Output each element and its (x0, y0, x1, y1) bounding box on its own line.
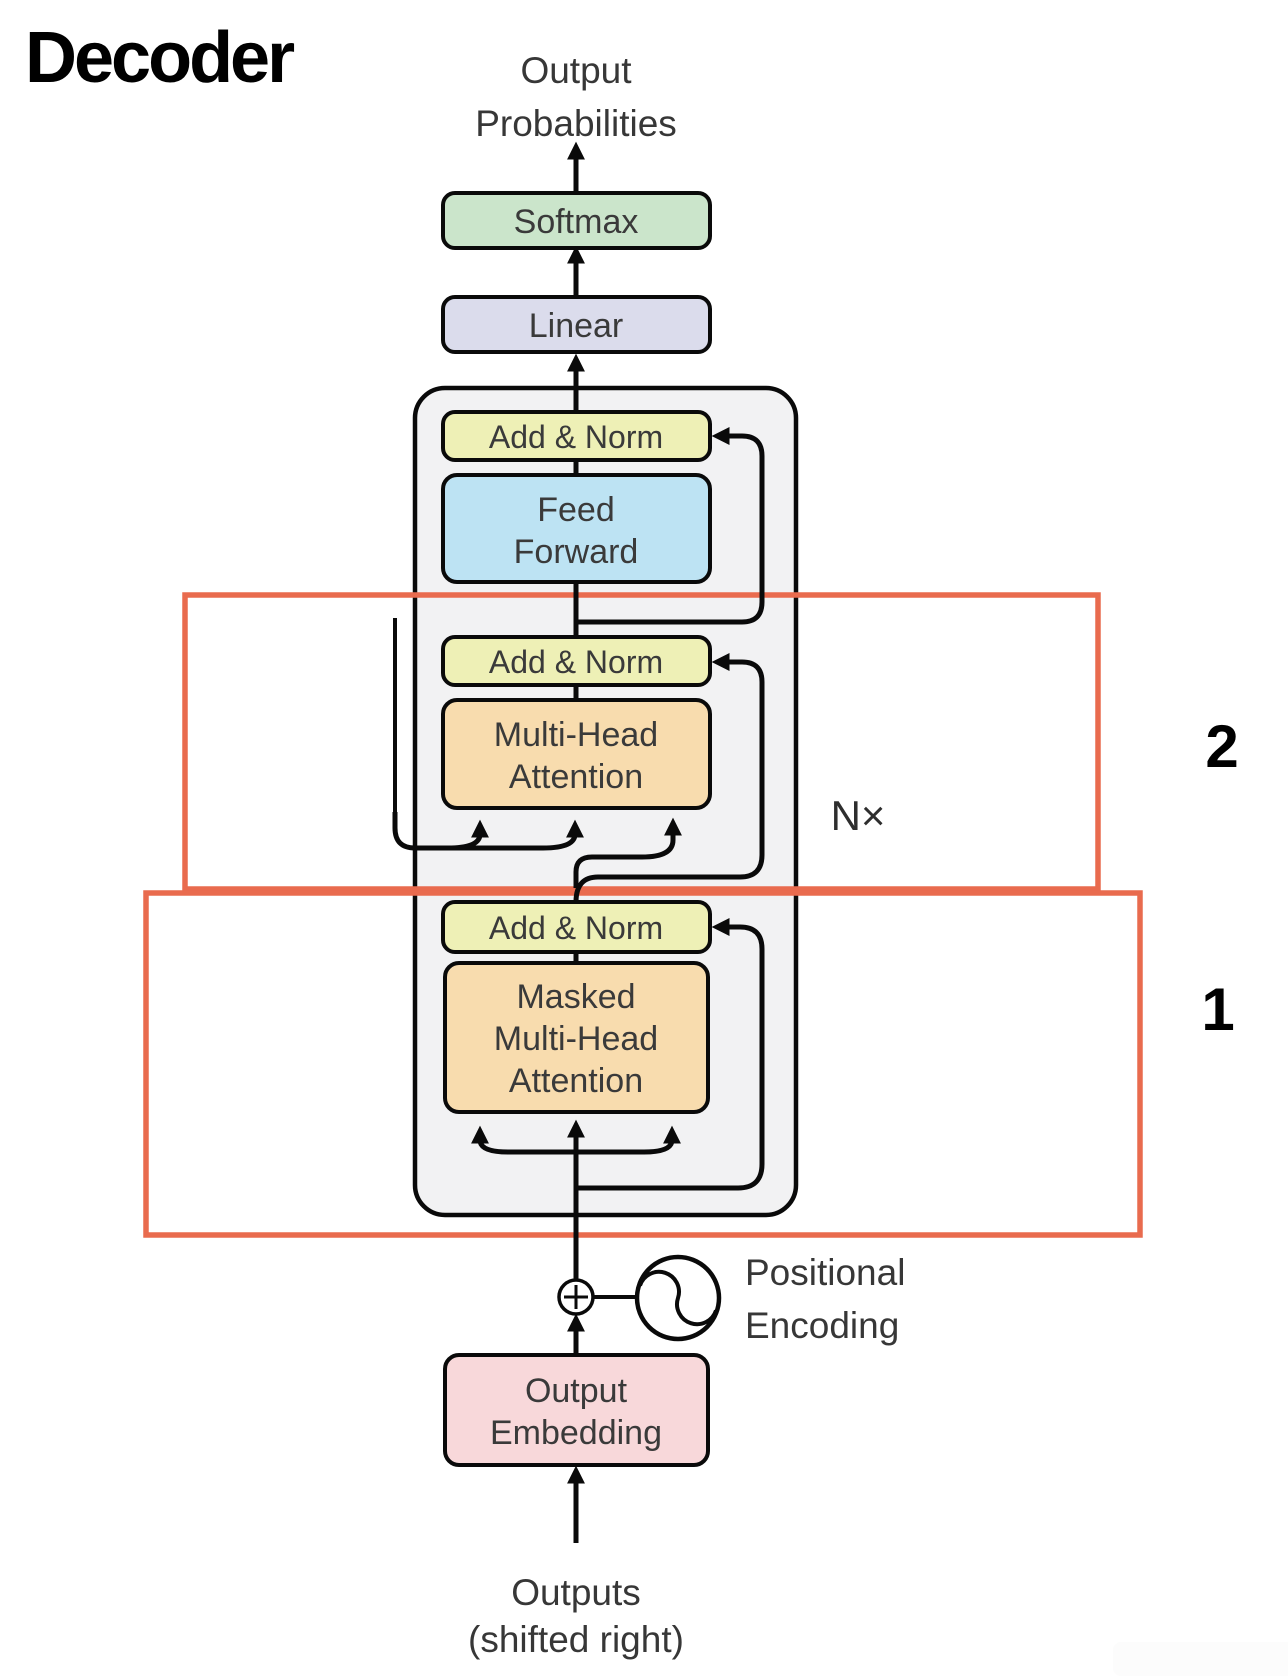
feed-forward-box (441, 473, 712, 584)
plus-cross-icon (564, 1285, 588, 1309)
multi-head-attention-label-line1: Multi-Head (494, 716, 658, 754)
output-embedding-box (443, 1353, 710, 1467)
self-attention-split-left (471, 1125, 576, 1155)
multi-head-attention-box (441, 698, 712, 810)
linear-box (441, 295, 712, 354)
feed-forward-label-line1: Feed (537, 491, 615, 529)
masked-mha-label-line3: Attention (509, 1062, 643, 1100)
page-corner-artifact (1113, 1642, 1288, 1676)
residual-loop-cross-attention (573, 653, 765, 903)
sine-wave-icon (638, 1269, 718, 1327)
annotation-region-1-label: 1 (1201, 976, 1234, 1043)
self-attention-split-right (576, 1125, 681, 1155)
output-embedding-label-line2: Embedding (490, 1414, 662, 1452)
query-line-cross-attention (573, 817, 682, 888)
feed-forward-label-line2: Forward (514, 533, 639, 571)
multi-head-attention-label-line2: Attention (509, 758, 643, 796)
page-title: Decoder (25, 18, 294, 98)
add-norm-bottom-label: Add & Norm (489, 910, 663, 946)
residual-loop-feed-forward (576, 427, 765, 625)
linear-label: Linear (529, 307, 624, 345)
add-norm-mid-box (441, 635, 712, 687)
add-norm-top-box (441, 410, 712, 462)
softmax-label: Softmax (514, 203, 639, 241)
softmax-box (441, 191, 712, 250)
annotation-region-2-box (182, 592, 1101, 892)
masked-multi-head-attention-box (443, 961, 710, 1114)
add-norm-top-label: Add & Norm (489, 419, 663, 455)
add-norm-bottom-box (441, 900, 712, 954)
add-norm-mid-label: Add & Norm (489, 644, 663, 680)
outputs-caption-line2: (shifted right) (468, 1619, 684, 1660)
residual-loop-masked-attention (576, 918, 765, 1191)
masked-mha-label-line2: Multi-Head (494, 1020, 658, 1058)
positional-encoding-label-line2: Encoding (745, 1305, 899, 1346)
encoder-value-arrow (440, 819, 584, 851)
output-probabilities-line2: Probabilities (475, 103, 677, 144)
output-probabilities-line1: Output (520, 50, 632, 91)
masked-mha-label-line1: Masked (516, 978, 635, 1016)
nx-label: N× (831, 792, 886, 839)
output-embedding-label-line1: Output (525, 1372, 628, 1410)
annotation-region-1-box (143, 890, 1143, 1238)
encoder-key-arrow (392, 812, 489, 851)
positional-encoding-label-line1: Positional (745, 1252, 905, 1293)
annotation-region-2-label: 2 (1205, 713, 1238, 780)
outputs-caption-line1: Outputs (511, 1572, 641, 1613)
